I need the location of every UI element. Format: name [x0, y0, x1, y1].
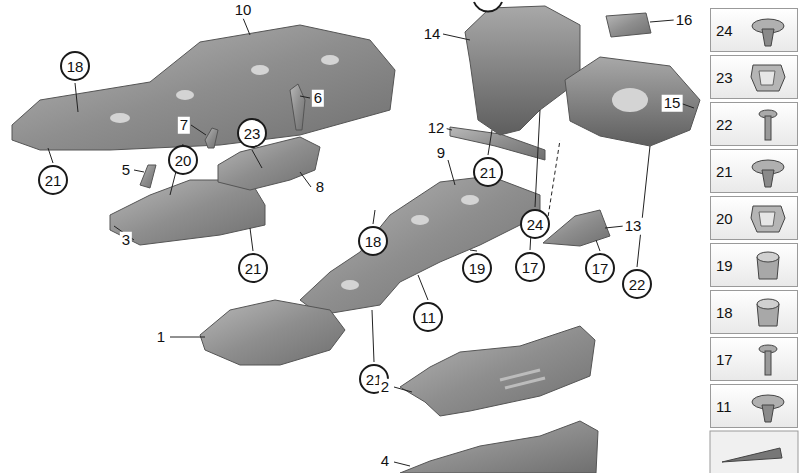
legend-text: 24 — [716, 22, 733, 39]
underbody-panel — [400, 421, 598, 473]
callout-number: 17 — [592, 261, 609, 276]
bracket — [290, 84, 305, 130]
underbody-panel — [300, 176, 540, 315]
storage-tub — [565, 57, 700, 146]
callout-circle: 18 — [60, 51, 90, 81]
fastener-key: 18 — [710, 290, 798, 334]
legend-text: 11 — [716, 398, 732, 415]
side-shield — [218, 137, 320, 190]
callout-number: 11 — [420, 310, 436, 325]
fastener-key: 20 — [710, 196, 798, 240]
fastener-icon — [743, 12, 793, 50]
fastener-key: 17 — [710, 337, 798, 381]
part-number: 7 — [178, 117, 190, 134]
fastener-key: 19 — [710, 243, 798, 287]
part-number: 6 — [312, 90, 324, 107]
fastener-key: 21 — [710, 149, 798, 193]
callout-circle: 19 — [462, 253, 492, 283]
fastener-key: 22 — [710, 102, 798, 146]
fastener-icon — [743, 388, 793, 426]
callout-number: 23 — [244, 126, 261, 141]
callout-circle: 21 — [238, 253, 268, 283]
part-number: 13 — [623, 218, 644, 235]
legend-text: 19 — [716, 257, 733, 274]
callout-number: 18 — [365, 234, 382, 249]
callout-number: 18 — [67, 59, 84, 74]
fastener-key: 23 — [710, 55, 798, 99]
fastener-icon — [743, 247, 793, 285]
callout-number: 21 — [480, 165, 497, 180]
callout-circle: 22 — [622, 269, 652, 299]
part-number: 12 — [426, 120, 447, 137]
cover-plate — [606, 13, 651, 37]
part-number: 2 — [379, 379, 391, 396]
callout-circle: 11 — [413, 302, 443, 332]
fastener-key: 11 — [710, 384, 798, 428]
bracket — [205, 128, 218, 148]
legend-text: 20 — [716, 210, 733, 227]
part-number: 14 — [422, 26, 443, 43]
bracket — [140, 165, 156, 188]
callout-circle: 17 — [515, 252, 545, 282]
callout-number: 21 — [45, 173, 62, 188]
wheel-liner — [465, 6, 580, 135]
fastener-icon — [743, 200, 793, 238]
part-number: 4 — [379, 453, 391, 470]
callout-circle: 21 — [38, 165, 68, 195]
part-number: 3 — [120, 232, 132, 249]
key-box-arrow — [710, 431, 798, 473]
callout-circle: 17 — [585, 253, 615, 283]
callout-number: 17 — [522, 260, 539, 275]
part-number: 16 — [674, 12, 695, 29]
callout-circle: 24 — [520, 209, 550, 239]
legend-text: 18 — [716, 304, 733, 321]
callout-number: 20 — [175, 153, 192, 168]
part-number: 9 — [435, 145, 447, 162]
callout-number: 22 — [629, 277, 646, 292]
legend-text: 21 — [716, 163, 733, 180]
partial-callout-ring — [474, 2, 502, 12]
front-shield — [200, 300, 345, 365]
legend-text: 23 — [716, 69, 733, 86]
callout-number: 24 — [527, 217, 544, 232]
fastener-icon — [743, 294, 793, 332]
fastener-icon — [743, 106, 793, 144]
fastener-key: 24 — [710, 8, 798, 52]
legend-text: 22 — [716, 116, 733, 133]
underbody-panel — [12, 25, 395, 150]
part-number: 8 — [314, 179, 326, 196]
legend-text: 17 — [716, 351, 733, 368]
bracket-shield — [543, 210, 610, 246]
underbody-panel — [110, 180, 265, 245]
callout-circle: 23 — [237, 118, 267, 148]
fastener-icon — [743, 153, 793, 191]
part-number: 10 — [233, 2, 254, 19]
callout-number: 19 — [469, 261, 486, 276]
part-number: 5 — [120, 162, 132, 179]
callout-number: 21 — [245, 261, 262, 276]
part-number: 1 — [155, 329, 167, 346]
part-number: 15 — [662, 95, 683, 112]
callout-circle: 21 — [473, 157, 503, 187]
callout-circle: 18 — [358, 226, 388, 256]
fastener-icon — [743, 341, 793, 379]
underbody-panel — [400, 326, 595, 416]
fastener-icon — [743, 59, 793, 97]
callout-circle: 20 — [168, 145, 198, 175]
